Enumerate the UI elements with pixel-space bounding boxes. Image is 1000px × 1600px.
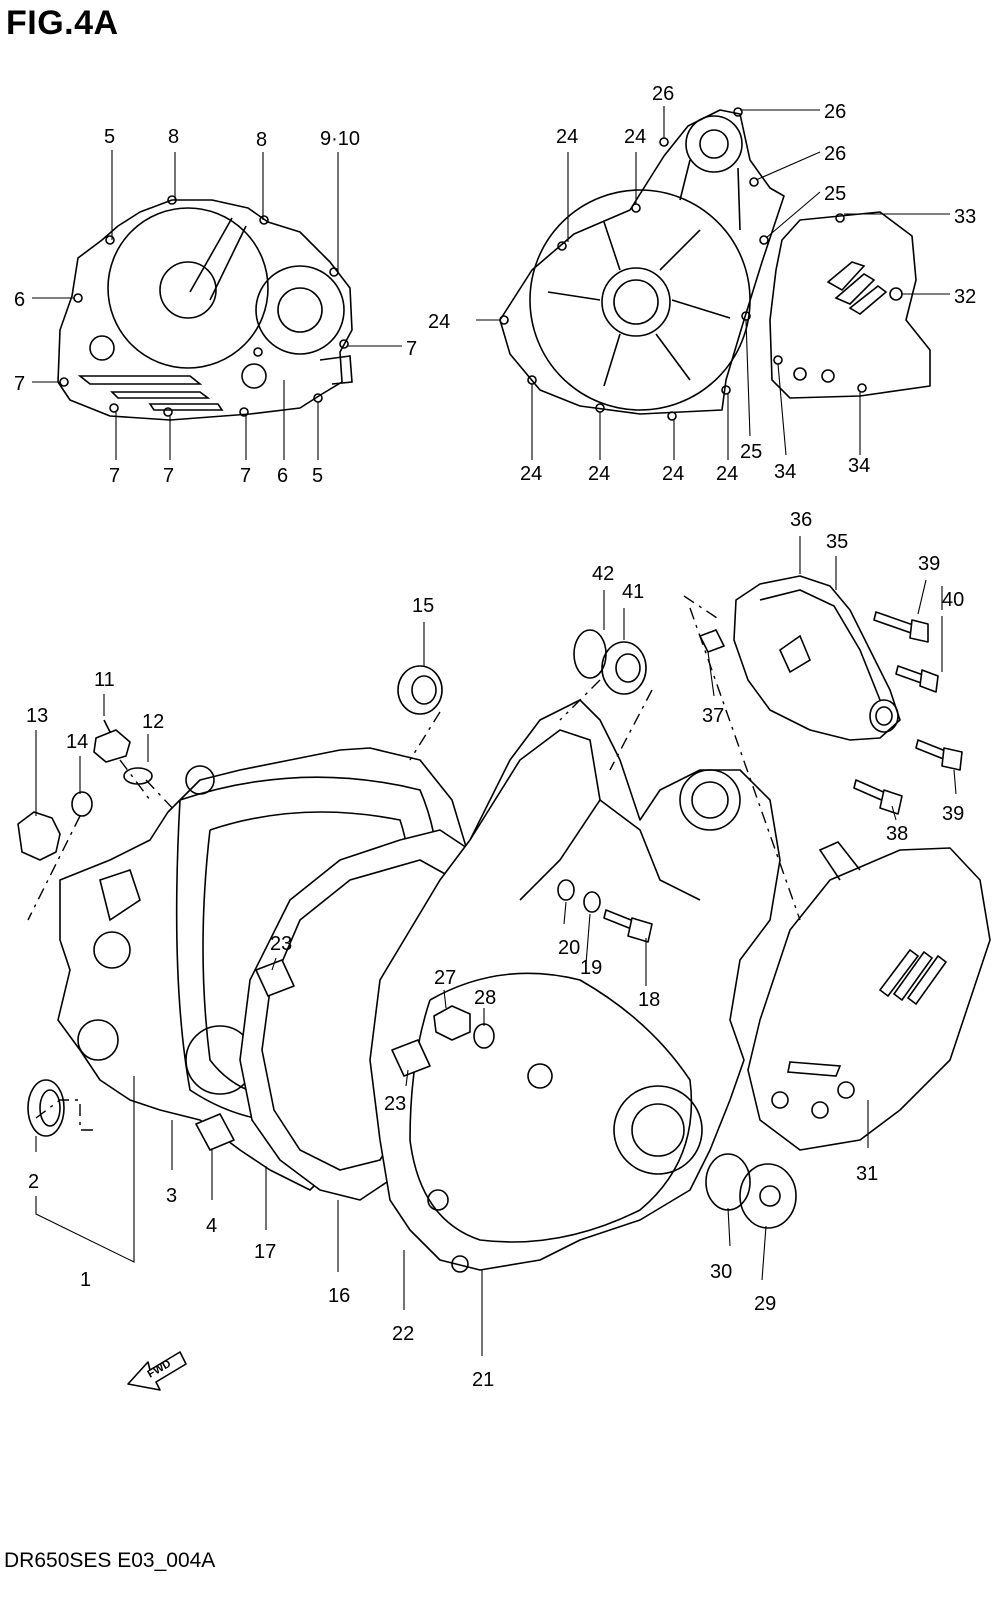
callout-24: 24 <box>716 463 738 485</box>
callout-14: 14 <box>66 731 88 753</box>
callout-9-10: 9·10 <box>320 128 360 150</box>
callout-4: 4 <box>206 1215 217 1237</box>
callout-5: 5 <box>312 465 323 487</box>
callout-36: 36 <box>790 509 812 531</box>
forward-arrow-icon: FWD <box>127 1351 187 1391</box>
callout-38: 38 <box>886 823 908 845</box>
callout-40: 40 <box>942 589 964 611</box>
callout-19: 19 <box>580 957 602 979</box>
figure-code: DR650SES E03_004A <box>4 1549 216 1572</box>
callout-11: 11 <box>94 669 115 691</box>
small-parts <box>17 629 797 1229</box>
callout-31: 31 <box>856 1163 878 1185</box>
callout-6: 6 <box>277 465 288 487</box>
callout-42: 42 <box>592 563 614 585</box>
callout-12: 12 <box>142 711 164 733</box>
clutch-cover-gasket <box>57 195 353 421</box>
callout-35: 35 <box>826 531 848 553</box>
callout-34: 34 <box>848 455 870 477</box>
callout-24: 24 <box>556 126 578 148</box>
callout-30: 30 <box>710 1261 732 1283</box>
callout-39: 39 <box>918 553 940 575</box>
crankcase-right-half <box>369 699 781 1273</box>
callout-32: 32 <box>954 286 976 308</box>
bolts-38-39-40 <box>603 611 963 943</box>
callout-23: 23 <box>270 933 292 955</box>
callout-23: 23 <box>384 1093 406 1115</box>
callout-6: 6 <box>14 289 25 311</box>
callout-24: 24 <box>588 463 610 485</box>
figure-title: FIG.4A <box>6 4 119 42</box>
callout-3: 3 <box>166 1185 177 1207</box>
callout-7: 7 <box>406 338 417 360</box>
callout-41: 41 <box>622 581 644 603</box>
sprocket-cover <box>747 841 991 1151</box>
callout-7: 7 <box>109 465 120 487</box>
callout-22: 22 <box>392 1323 414 1345</box>
callout-7: 7 <box>163 465 174 487</box>
callout-16: 16 <box>328 1285 350 1307</box>
callout-29: 29 <box>754 1293 776 1315</box>
callout-24: 24 <box>428 311 450 333</box>
callout-8: 8 <box>256 129 267 151</box>
callout-2: 2 <box>28 1171 39 1193</box>
gear-position-switch <box>699 575 901 741</box>
callout-25: 25 <box>740 441 762 463</box>
leader-lines <box>27 106 957 1356</box>
sprocket-cover-gasket <box>769 211 931 399</box>
callout-26: 26 <box>652 83 674 105</box>
callout-20: 20 <box>558 937 580 959</box>
callout-15: 15 <box>412 595 434 617</box>
callout-26: 26 <box>824 101 846 123</box>
callout-13: 13 <box>26 705 48 727</box>
callout-28: 28 <box>474 987 496 1009</box>
callout-24: 24 <box>624 126 646 148</box>
callout-39: 39 <box>942 803 964 825</box>
callout-24: 24 <box>520 463 542 485</box>
callout-8: 8 <box>168 126 179 148</box>
callout-7: 7 <box>14 373 25 395</box>
callout-18: 18 <box>638 989 660 1011</box>
callout-34: 34 <box>774 461 796 483</box>
callout-27: 27 <box>434 967 456 989</box>
callout-24: 24 <box>662 463 684 485</box>
callout-labels: 5 8 8 9·10 6 7 7 7 7 7 6 5 26 26 26 25 3… <box>14 83 976 1391</box>
callout-21: 21 <box>472 1369 494 1391</box>
callout-17: 17 <box>254 1241 276 1263</box>
callout-26: 26 <box>824 143 846 165</box>
callout-1: 1 <box>80 1269 91 1291</box>
callout-37: 37 <box>702 705 724 727</box>
magneto-cover-gasket <box>499 107 785 421</box>
callout-7: 7 <box>240 465 251 487</box>
callout-33: 33 <box>954 206 976 228</box>
callout-5: 5 <box>104 126 115 148</box>
callout-25: 25 <box>824 183 846 205</box>
